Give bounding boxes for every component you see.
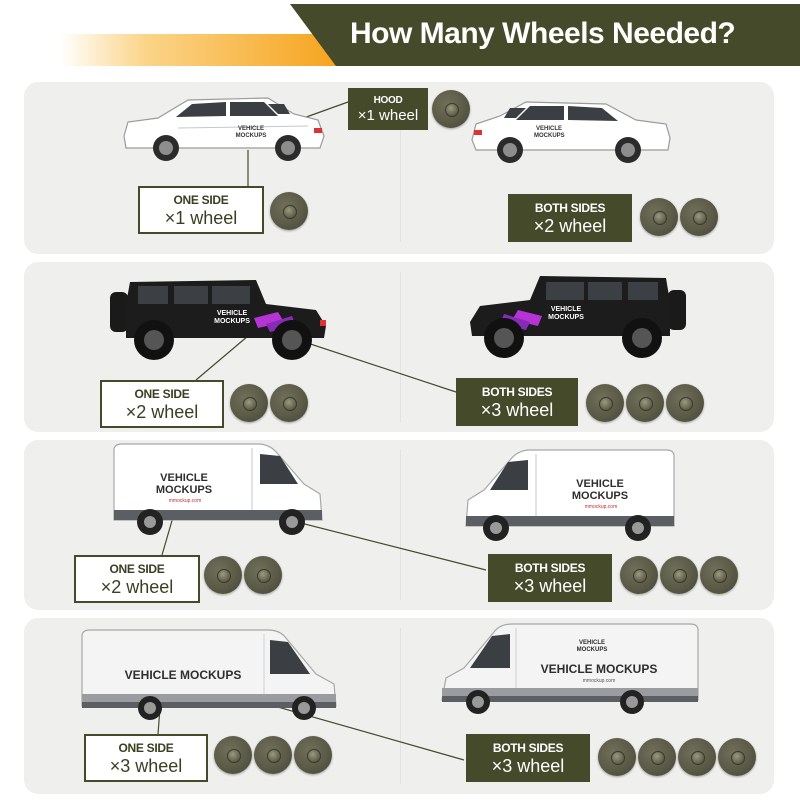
both-sides-label-top: BOTH SIDES xyxy=(514,561,586,575)
cargo-van-left-url: mmockup.com xyxy=(168,498,202,504)
wheel-icon xyxy=(666,384,704,422)
wheel-icon xyxy=(270,192,308,230)
wheel-icon xyxy=(640,198,678,236)
wheel-icon xyxy=(432,90,470,128)
both-sides-label-bottom: ×2 wheel xyxy=(533,216,607,236)
panel-divider xyxy=(400,92,401,242)
wheel-icon xyxy=(678,738,716,776)
both-sides-label: BOTH SIDES ×3 wheel xyxy=(488,554,612,602)
header-accent-stripe xyxy=(60,34,340,66)
wheel-icon xyxy=(626,384,664,422)
one-side-label: ONE SIDE ×1 wheel xyxy=(138,186,264,234)
wheel-icon xyxy=(244,556,282,594)
jeep-right-decal: VEHICLE MOCKUPS xyxy=(548,306,584,321)
one-side-label-bottom: ×2 wheel xyxy=(125,402,199,422)
panel-divider xyxy=(400,628,401,784)
cargo-van-right-side xyxy=(462,446,678,544)
one-side-label-top: ONE SIDE xyxy=(134,387,190,401)
one-side-label-top: ONE SIDE xyxy=(118,741,174,755)
wheel-icon xyxy=(598,738,636,776)
both-sides-label-top: BOTH SIDES xyxy=(481,385,553,399)
wheel-icon xyxy=(660,556,698,594)
one-side-label-top: ONE SIDE xyxy=(109,562,165,576)
wheel-icon xyxy=(638,738,676,776)
both-sides-label: BOTH SIDES ×3 wheel xyxy=(456,378,578,426)
both-sides-label: BOTH SIDES ×3 wheel xyxy=(466,734,590,782)
one-side-label: ONE SIDE ×3 wheel xyxy=(84,734,208,782)
wheel-icon xyxy=(204,556,242,594)
panel-divider xyxy=(400,272,401,422)
one-side-label: ONE SIDE ×2 wheel xyxy=(100,380,224,428)
high-roof-van-left-decal: VEHICLE MOCKUPS xyxy=(124,668,242,682)
wagon-left-side xyxy=(118,92,330,162)
wheel-icon xyxy=(230,384,268,422)
high-roof-van-right-side xyxy=(436,620,702,718)
both-sides-label-top: BOTH SIDES xyxy=(534,201,606,215)
high-roof-van-right-decal: VEHICLE MOCKUPS xyxy=(540,662,658,676)
one-side-label-top: ONE SIDE xyxy=(173,193,229,207)
jeep-left-decal: VEHICLE MOCKUPS xyxy=(214,310,250,325)
one-side-label-bottom: ×2 wheel xyxy=(100,577,174,597)
cargo-van-right-url: mmockup.com xyxy=(584,504,618,510)
page-title: How Many Wheels Needed? xyxy=(350,17,736,50)
hood-label-top: HOOD xyxy=(373,95,403,106)
both-sides-label-bottom: ×3 wheel xyxy=(513,576,587,596)
wheel-icon xyxy=(214,736,252,774)
hood-label-bottom: ×1 wheel xyxy=(357,107,419,124)
one-side-label: ONE SIDE ×2 wheel xyxy=(74,555,200,603)
wagon-right-decal: VEHICLE MOCKUPS xyxy=(534,126,565,139)
both-sides-label-top: BOTH SIDES xyxy=(492,741,564,755)
both-sides-label: BOTH SIDES ×2 wheel xyxy=(508,194,632,242)
hood-label: HOOD ×1 wheel xyxy=(348,88,428,130)
both-sides-label-bottom: ×3 wheel xyxy=(480,400,554,420)
jeep-left-side xyxy=(106,274,332,364)
wheel-icon xyxy=(718,738,756,776)
wheel-icon xyxy=(294,736,332,774)
cargo-van-left-decal: VEHICLE MOCKUPS xyxy=(155,472,213,496)
wheel-icon xyxy=(700,556,738,594)
both-sides-label-bottom: ×3 wheel xyxy=(491,756,565,776)
wheel-icon xyxy=(586,384,624,422)
one-side-label-bottom: ×1 wheel xyxy=(164,208,238,228)
panel-divider xyxy=(400,450,401,600)
wheel-icon xyxy=(620,556,658,594)
wagon-right-side xyxy=(470,96,674,164)
one-side-label-bottom: ×3 wheel xyxy=(109,756,183,776)
high-roof-van-left-side xyxy=(78,626,342,722)
high-roof-van-right-url: mmockup.com xyxy=(582,678,616,684)
wheel-icon xyxy=(680,198,718,236)
wagon-left-decal: VEHICLE MOCKUPS xyxy=(235,126,267,139)
cargo-van-left-side xyxy=(110,440,326,540)
header-banner xyxy=(290,4,800,66)
high-roof-van-right-decal-small: VEHICLE MOCKUPS xyxy=(576,640,608,653)
cargo-van-right-decal: VEHICLE MOCKUPS xyxy=(571,478,629,502)
jeep-right-side xyxy=(462,270,690,362)
wheel-icon xyxy=(254,736,292,774)
wheel-icon xyxy=(270,384,308,422)
